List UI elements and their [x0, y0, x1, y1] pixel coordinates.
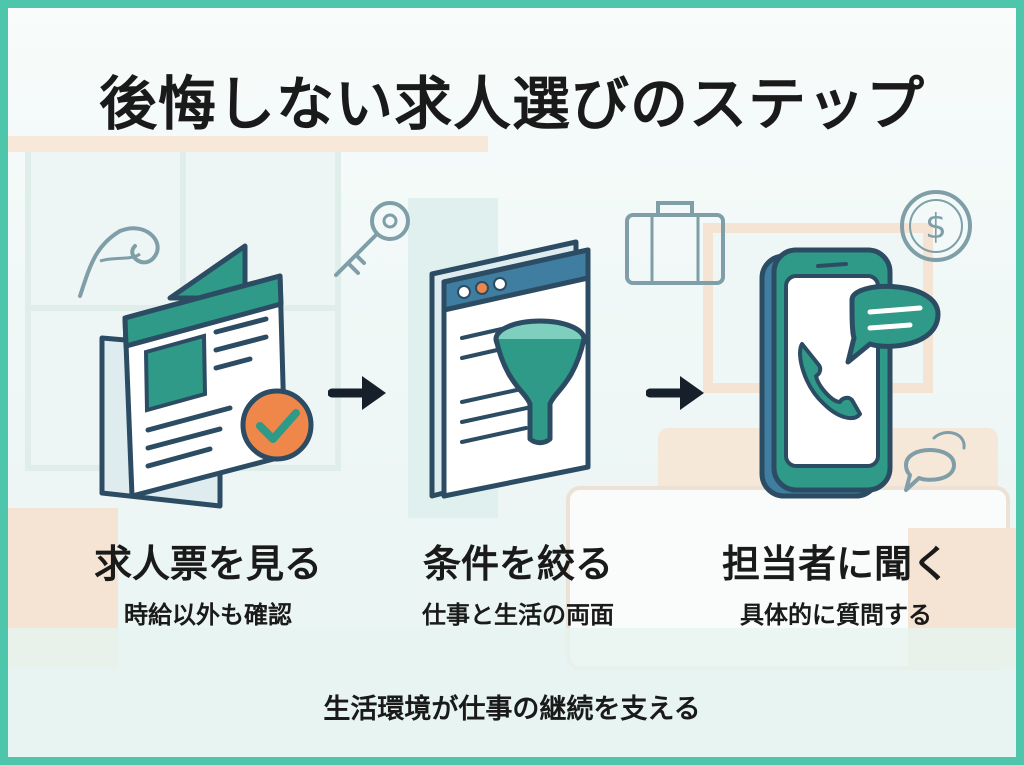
footer-caption: 生活環境が仕事の継続を支える: [323, 694, 701, 725]
job-posting-document-icon: [99, 243, 314, 509]
step-2-title: 条件を絞る: [422, 542, 613, 586]
smartphone-call-icon: [759, 247, 941, 499]
step-3-title: 担当者に聞く: [721, 542, 950, 586]
filter-funnel-window-icon: [429, 239, 591, 499]
arrow-right-icon: [328, 376, 386, 410]
chat-bubbles-icon: [904, 431, 966, 492]
dollar-coin-icon: $: [900, 190, 972, 262]
step-2-subtitle: 仕事と生活の両面: [422, 601, 614, 629]
key-icon: [334, 201, 410, 277]
step-1-subtitle: 時給以外も確認: [124, 601, 292, 629]
dollar-symbol: $: [925, 207, 947, 247]
page-title: 後悔しない求人選びのステップ: [98, 70, 925, 138]
step-3-subtitle: 具体的に質問する: [740, 601, 932, 629]
step-1-title: 求人票を見る: [93, 542, 322, 586]
shell-icon: [78, 226, 160, 298]
briefcase-icon: [625, 201, 725, 285]
arrow-right-icon: [646, 376, 704, 410]
